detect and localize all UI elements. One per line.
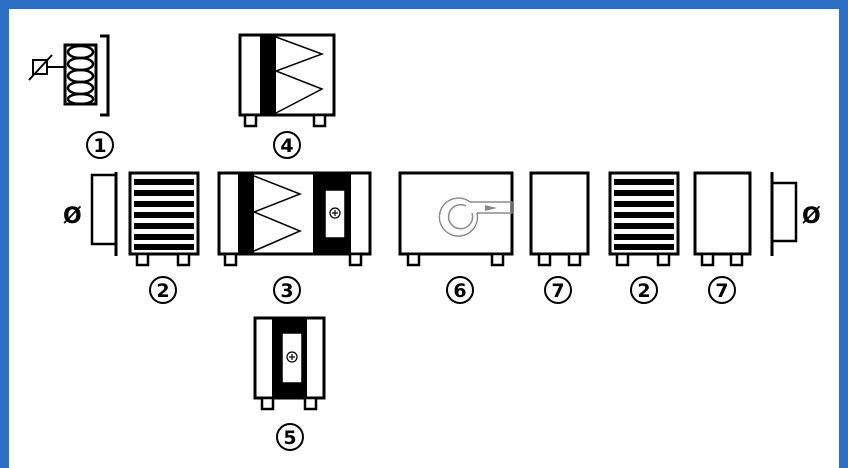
silencer-2-right — [608, 171, 680, 267]
label-6-text: 6 — [453, 280, 466, 302]
label-3-text: 3 — [280, 280, 293, 302]
label-5-text: 5 — [283, 427, 296, 449]
right-phi-label: Ø — [802, 204, 821, 229]
label-1-text: 1 — [93, 135, 106, 157]
label-7-b: 7 — [708, 276, 736, 304]
damper-1 — [28, 34, 110, 117]
label-6: 6 — [446, 276, 474, 304]
silencer-2-left — [128, 171, 200, 267]
empty-section-7a — [529, 171, 590, 267]
left-connector: Ø — [63, 172, 118, 256]
label-7-a-text: 7 — [551, 280, 564, 302]
label-1: 1 — [86, 131, 114, 159]
label-4: 4 — [273, 131, 301, 159]
label-7-b-text: 7 — [715, 280, 728, 302]
label-4-text: 4 — [280, 135, 293, 157]
fan-section-6 — [398, 171, 514, 267]
label-2-left: 2 — [149, 276, 177, 304]
right-connector: Ø — [770, 172, 821, 256]
label-2-right-text: 2 — [637, 280, 650, 302]
label-3: 3 — [273, 276, 301, 304]
fan-icon — [438, 197, 513, 237]
damper-symbol-icon — [28, 54, 67, 81]
label-7-a: 7 — [544, 276, 572, 304]
heater-module-5 — [253, 316, 326, 411]
filter-module-4 — [238, 33, 336, 128]
label-2-right: 2 — [630, 276, 658, 304]
label-2-left-text: 2 — [156, 280, 169, 302]
empty-section-7b — [693, 171, 752, 267]
filter-heater-3 — [217, 171, 372, 267]
heater-plus-icon — [286, 351, 298, 363]
heater-plus-icon — [329, 207, 341, 219]
label-5: 5 — [276, 423, 304, 451]
left-phi-label: Ø — [63, 204, 82, 229]
